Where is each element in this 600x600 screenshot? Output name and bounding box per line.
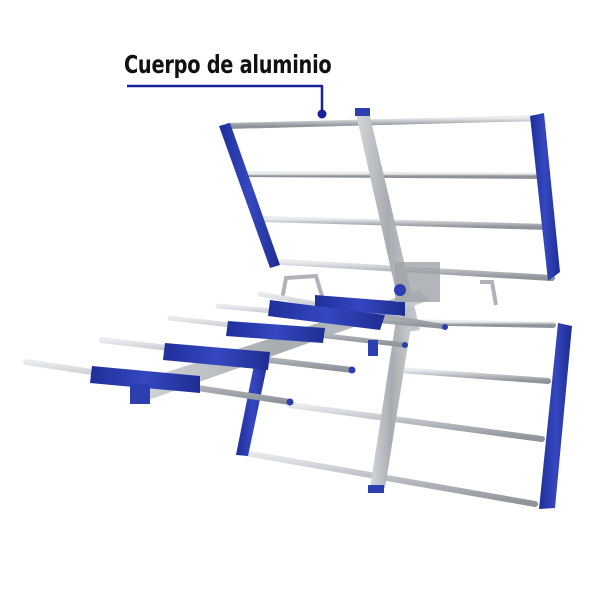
callout-label: Cuerpo de aluminio xyxy=(124,50,332,79)
mount-bracket xyxy=(394,262,502,302)
directors xyxy=(23,291,448,406)
callout-pointer xyxy=(127,84,327,119)
